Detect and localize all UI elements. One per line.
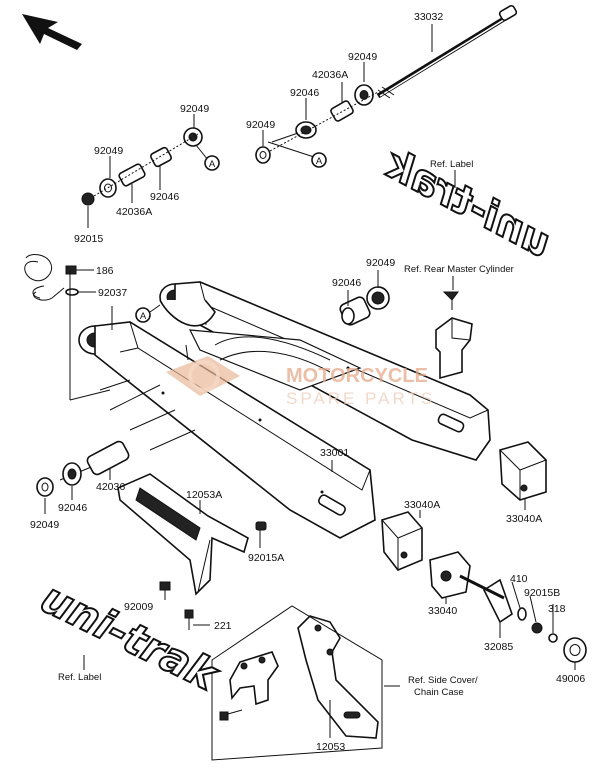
label-ref-rear-master-cylinder: Ref. Rear Master Cylinder (404, 264, 514, 275)
label-12053: 12053 (316, 741, 345, 753)
nut-92015b (531, 622, 543, 634)
label-221: 221 (214, 620, 232, 632)
label-32085: 32085 (484, 641, 513, 653)
bushing-right-pivot (339, 286, 390, 326)
chain-adjuster-33040 (429, 551, 471, 599)
label-42036: 42036 (96, 481, 125, 493)
label-chain-case: Chain Case (414, 687, 464, 698)
rear-master-cylinder-bracket (435, 291, 473, 380)
label-92037: 92037 (98, 287, 127, 299)
label-186: 186 (96, 265, 114, 277)
label-92015a: 92015A (248, 552, 284, 564)
label-318: 318 (548, 603, 566, 615)
adjuster-block-33040a-right (499, 441, 547, 501)
svg-text:A: A (209, 159, 216, 170)
svg-text:MOTORCYCLE: MOTORCYCLE (286, 365, 428, 387)
watermark: MOTORCYCLE SPARE PARTS (166, 356, 435, 408)
label-33001: 33001 (320, 447, 349, 459)
label-33040a: 33040A (404, 499, 440, 511)
washer-410 (517, 607, 527, 621)
chain-case-12053 (297, 615, 379, 739)
motorcycle-logo (166, 356, 240, 396)
bolt-186 (65, 265, 92, 275)
callout-a-upper-right: A (267, 132, 327, 168)
label-92049: 92049 (180, 103, 209, 115)
label-92046: 92046 (150, 191, 179, 203)
side-cover-group-outline (211, 605, 383, 761)
label-92046: 92046 (58, 502, 87, 514)
collar-49006 (563, 637, 587, 663)
label-49006: 49006 (556, 673, 585, 685)
svg-text:A: A (316, 156, 323, 167)
label-ref-side-cover: Ref. Side Cover/ (408, 675, 478, 686)
bushing-set-lower-left (36, 440, 130, 497)
label-33040a: 33040A (506, 513, 542, 525)
label-42036a: 42036A (312, 69, 348, 81)
chain-guide-12053a (117, 473, 267, 630)
label-42036a: 42036A (116, 206, 152, 218)
label-92049: 92049 (348, 51, 377, 63)
callout-a-upper-left: A (195, 144, 220, 171)
leader-lines (44, 24, 576, 738)
label-92049: 92049 (30, 519, 59, 531)
label-ref-label: Ref. Label (58, 672, 101, 683)
svg-text:A: A (140, 311, 147, 322)
bushing-set-upper-left (81, 127, 203, 206)
label-92049: 92049 (366, 257, 395, 269)
svg-text:SPARE PARTS: SPARE PARTS (286, 389, 435, 408)
label-12053a: 12053A (186, 489, 222, 501)
pivot-shaft (376, 4, 518, 99)
callout-a-swingarm: A (135, 304, 161, 323)
adjuster-block-33040a-left (381, 511, 423, 571)
label-92046: 92046 (332, 277, 361, 289)
swingarm (78, 281, 491, 539)
clamp-92037 (65, 288, 79, 296)
hose-clamp-loop (24, 254, 65, 301)
label-92049: 92049 (94, 145, 123, 157)
label-410: 410 (510, 573, 528, 585)
label-ref-label: Ref. Label (430, 159, 473, 170)
label-33040: 33040 (428, 605, 457, 617)
bushing-set-upper-right (255, 84, 379, 164)
label-92049: 92049 (246, 119, 275, 131)
label-92015: 92015 (74, 233, 103, 245)
nut-318 (548, 633, 558, 643)
part-labels: 33032 92049 42036A 92046 92049 92049 920… (30, 11, 585, 753)
label-92015b: 92015B (524, 587, 560, 599)
label-33032: 33032 (414, 11, 443, 23)
direction-arrow-icon (22, 14, 82, 50)
label-92009: 92009 (124, 601, 153, 613)
adjuster-bolt-32085 (459, 574, 513, 624)
label-92046: 92046 (290, 87, 319, 99)
side-cover-bracket (219, 651, 279, 721)
